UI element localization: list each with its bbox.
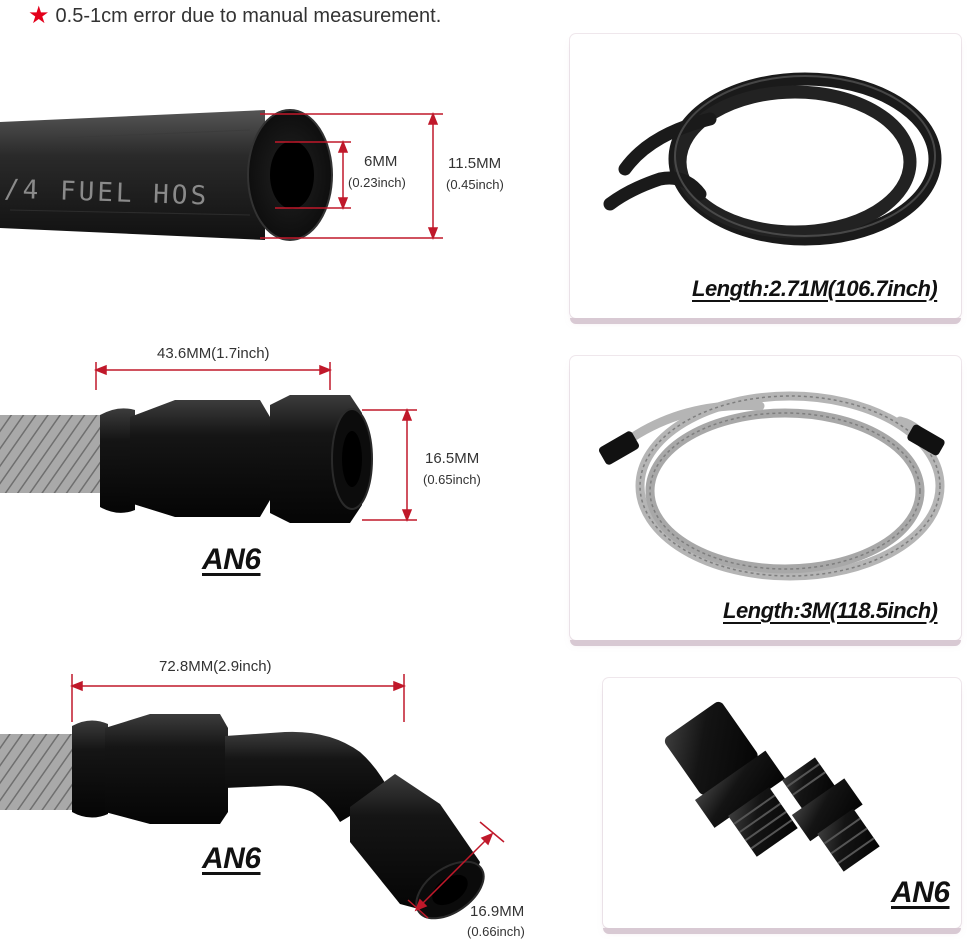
coiled-braided-hose-image: [599, 391, 945, 581]
card-shadow-bar: [570, 318, 961, 324]
card-rubber-hose-caption: Length:2.71M(106.7inch): [692, 276, 938, 301]
straight-fitting-height-inch: (0.65inch): [423, 472, 481, 487]
angled-fitting-height-inch: (0.66inch): [467, 924, 525, 939]
card-shadow-bar: [570, 640, 961, 646]
inner-diameter-inch: (0.23inch): [348, 175, 406, 190]
measurement-note: ★ 0.5-1cm error due to manual measuremen…: [28, 4, 441, 28]
star-icon: ★: [28, 2, 50, 29]
coiled-rubber-hose-image: [603, 72, 942, 246]
straight-fitting-dimension-lines: [93, 362, 417, 523]
straight-fitting-length: 43.6MM(1.7inch): [157, 345, 270, 362]
note-text: 0.5-1cm error due to manual measurement.: [55, 4, 442, 27]
inner-diameter-mm: 6MM: [364, 153, 398, 170]
card-fittings-caption: AN6: [891, 876, 950, 909]
angled-fitting-dimension-lines: [69, 674, 505, 919]
card-braided-hose-caption: Length:3M(118.5inch): [723, 598, 938, 623]
outer-diameter-mm: 11.5MM: [448, 155, 502, 172]
straight-fitting-label: AN6: [202, 543, 261, 576]
angled-fitting-length: 72.8MM(2.9inch): [159, 658, 272, 675]
outer-diameter-inch: (0.45inch): [446, 177, 504, 192]
card-shadow-bar: [603, 928, 961, 934]
card-rubber-hose: Length:2.71M(106.7inch): [570, 34, 961, 324]
hose-dimension-lines: [260, 111, 443, 241]
angled-fitting-illustration: [0, 714, 485, 920]
angled-fitting-label: AN6: [202, 842, 261, 875]
straight-fitting-illustration: [0, 395, 373, 523]
angled-fitting-height-mm: 16.9MM: [470, 903, 525, 920]
adapter-fittings-image: [664, 701, 880, 872]
straight-fitting-height-mm: 16.5MM: [425, 450, 480, 467]
card-fittings: AN6: [603, 678, 961, 934]
card-braided-hose: Length:3M(118.5inch): [570, 356, 961, 646]
